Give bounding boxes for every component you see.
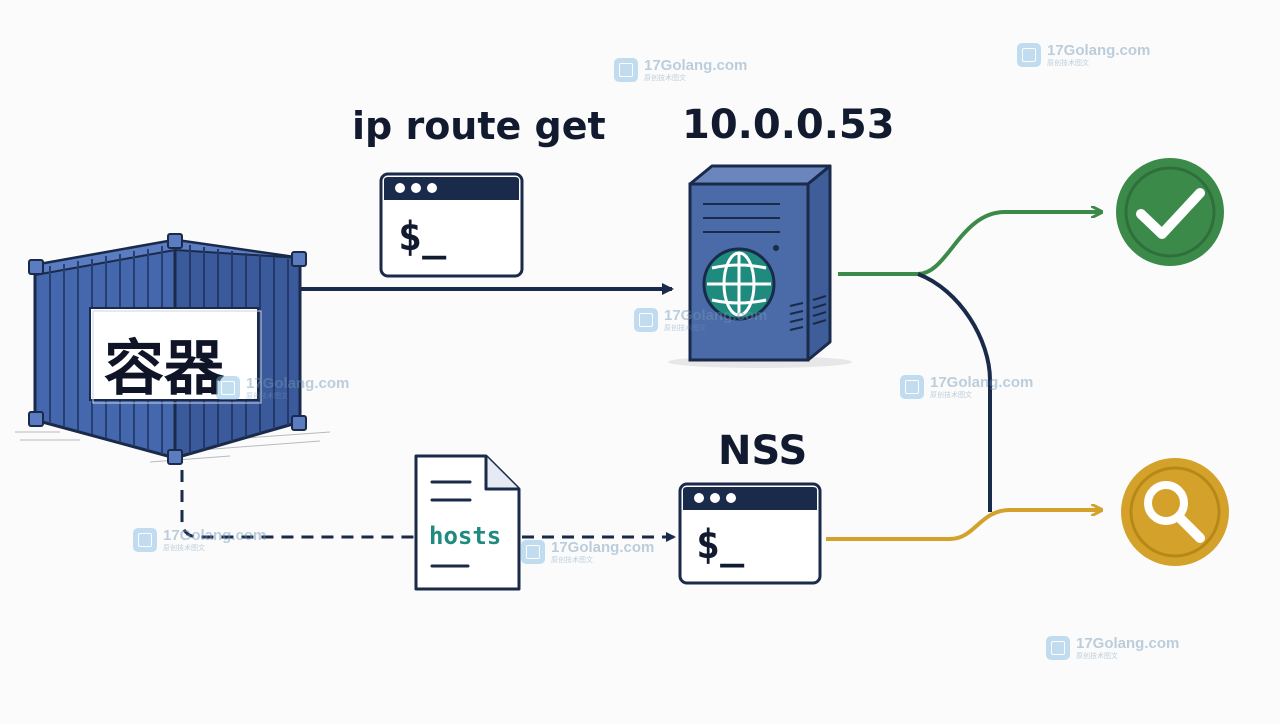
terminal-window-icon [379, 172, 524, 278]
watermark-logo-icon [634, 308, 658, 332]
search-arrow [826, 510, 1100, 541]
fallback-connector [917, 272, 992, 512]
server-ip-label: 10.0.0.53 [682, 102, 895, 148]
hosts-label: hosts [429, 522, 502, 550]
terminal-prompt: $_ [696, 522, 745, 568]
document-icon [414, 454, 521, 591]
dashed-lookup-path [180, 470, 414, 539]
check-circle-icon [1116, 158, 1224, 266]
watermark-logo-icon [900, 375, 924, 399]
magnifier-circle-icon [1121, 458, 1229, 566]
watermark-logo-icon [216, 376, 240, 400]
nss-label: NSS [718, 428, 808, 474]
shipping-container-icon [15, 233, 331, 465]
success-arrow [838, 212, 1100, 276]
watermark-logo-icon [614, 58, 638, 82]
terminal-prompt: $_ [398, 214, 447, 260]
watermark-logo-icon [521, 540, 545, 564]
watermark-logo-icon [133, 528, 157, 552]
globe-icon [702, 247, 776, 321]
container-label: 容器 [104, 334, 224, 404]
ip-route-get-label: ip route get [352, 104, 606, 148]
watermark-logo-icon [1046, 636, 1070, 660]
watermark-logo-icon [1017, 43, 1041, 67]
terminal-window-icon [678, 482, 822, 585]
